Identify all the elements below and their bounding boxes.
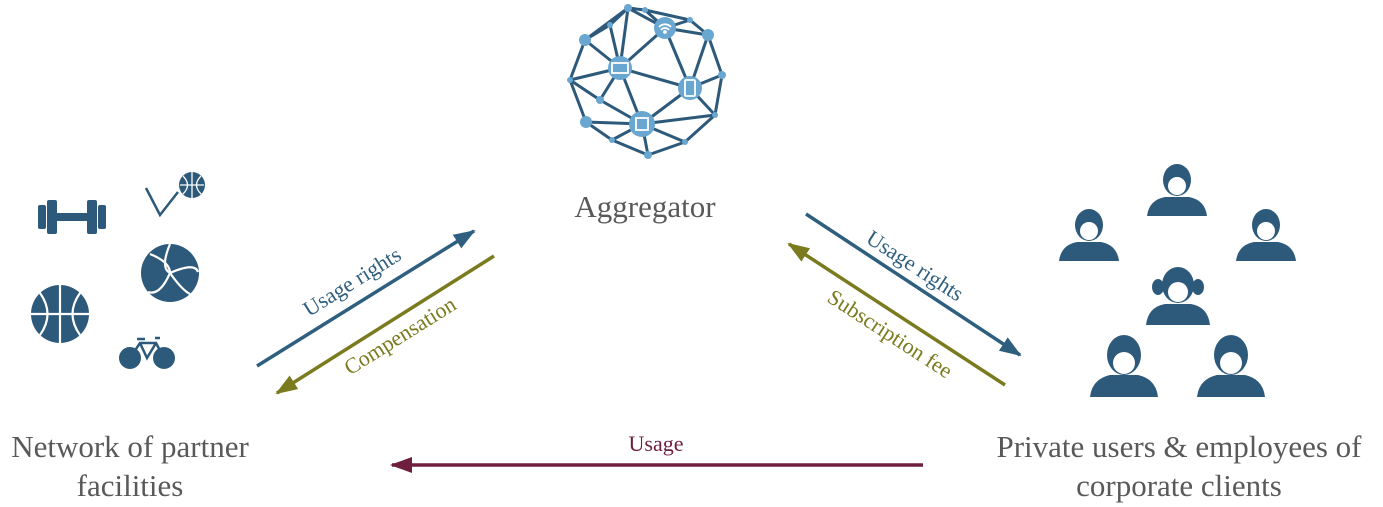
people-group-icon — [1059, 164, 1296, 397]
users-label-line1: Private users & employees of — [996, 429, 1362, 464]
ball-bounce-icon — [144, 172, 205, 218]
person-face-cutouts — [1080, 177, 1275, 374]
users-label-line2: corporate clients — [1076, 467, 1282, 503]
bicycle-icon — [119, 336, 175, 369]
usage-label: Usage — [628, 431, 684, 456]
network-nodes — [567, 4, 726, 159]
partners-label-line1: Network of partner — [11, 429, 249, 464]
volleyball-icon — [141, 243, 200, 302]
partners-label-line2: facilities — [76, 467, 184, 503]
users-label: Private users & employees of corporate c… — [975, 428, 1383, 506]
arrow-usage-rights-left — [256, 229, 476, 368]
aggregator-label: Aggregator — [520, 188, 770, 227]
arrow-compensation — [275, 254, 495, 395]
arrow-subscription-fee — [787, 242, 1006, 387]
network-device-glyphs — [611, 23, 696, 131]
partners-label: Network of partner facilities — [0, 428, 260, 506]
dumbbell-icon — [38, 200, 106, 234]
basketball-icon — [31, 285, 89, 343]
arrow-usage-rights-right — [805, 212, 1022, 357]
aggregator-text: Aggregator — [574, 189, 716, 224]
